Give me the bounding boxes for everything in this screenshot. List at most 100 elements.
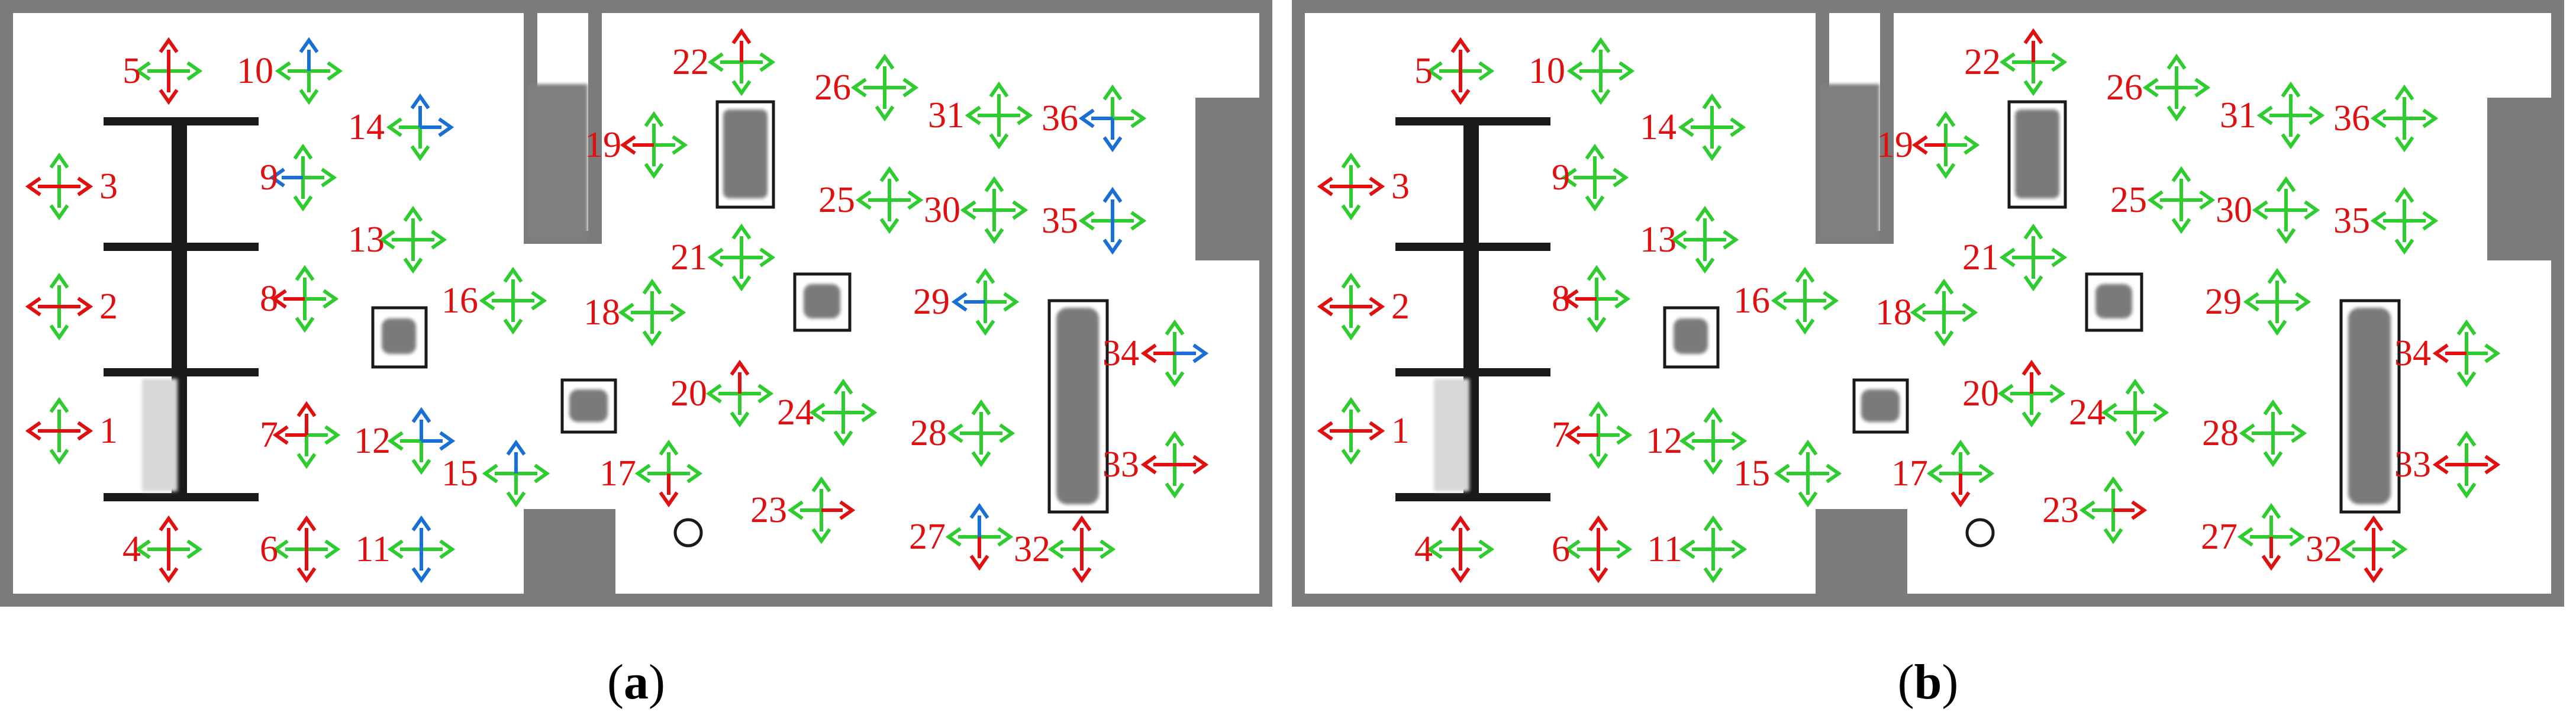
node-label: 4 — [122, 529, 141, 569]
arrow-down-icon — [296, 549, 317, 584]
four-way-arrow-icon — [1562, 265, 1631, 333]
arrow-down-icon — [410, 127, 430, 162]
node-23: 23 — [2042, 476, 2148, 545]
arrow-left-icon — [1999, 247, 2033, 268]
arrow-right-icon — [169, 539, 203, 559]
arrow-up-icon — [875, 53, 895, 88]
node-31: 31 — [2220, 81, 2325, 150]
arrow-up-icon — [1695, 205, 1715, 240]
arrow-right-icon — [1808, 463, 1842, 484]
arrow-down-icon — [731, 62, 752, 96]
node-22: 22 — [1964, 28, 2068, 96]
four-way-arrow-icon — [787, 476, 856, 545]
shelf-rack — [1395, 117, 1550, 501]
arrow-left-icon — [960, 200, 994, 220]
arrow-right-icon — [2404, 108, 2439, 128]
arrow-left-icon — [2079, 500, 2113, 520]
arrow-left-icon — [1771, 291, 1805, 311]
node-30: 30 — [924, 176, 1029, 244]
arrow-right-icon — [420, 117, 454, 137]
node-label: 20 — [670, 373, 707, 414]
arrow-up-icon — [1702, 93, 1722, 127]
arrow-down-icon — [2364, 549, 2384, 584]
four-way-arrow-icon — [2432, 319, 2501, 388]
node-label: 29 — [2205, 282, 2242, 322]
four-way-arrow-icon — [1317, 397, 1385, 465]
panel-a: 1234567891011121314151617181920212223242… — [0, 0, 1272, 710]
arrow-left-icon — [707, 52, 741, 72]
arrow-right-icon — [1961, 463, 1995, 484]
arrow-left-icon — [965, 105, 999, 125]
four-way-arrow-icon — [2237, 503, 2306, 571]
arrow-left-icon — [2432, 455, 2467, 475]
arrow-up-icon — [506, 439, 526, 474]
node-label: 36 — [1042, 98, 1078, 139]
arrow-down-icon — [2171, 200, 2191, 234]
four-way-arrow-icon — [1317, 272, 1385, 341]
four-way-arrow-icon — [809, 378, 878, 447]
node-label: 17 — [1891, 453, 1928, 494]
arrow-down-icon — [411, 549, 431, 584]
node-label: 2 — [1391, 286, 1410, 327]
arrow-up-icon — [2171, 166, 2191, 200]
node-3: 3 — [25, 152, 118, 221]
arrow-right-icon — [2277, 292, 2311, 312]
arrow-down-icon — [1703, 441, 1723, 475]
arrow-down-icon — [1950, 474, 1971, 508]
arrow-down-icon — [296, 435, 317, 469]
top-pillar — [1820, 84, 1879, 241]
four-way-arrow-icon — [479, 266, 547, 335]
node-label: 3 — [99, 166, 118, 207]
arrow-down-icon — [2166, 88, 2187, 122]
obstacle-fill — [1056, 308, 1099, 504]
four-way-arrow-icon — [269, 143, 337, 212]
arrow-down-icon — [2263, 433, 2283, 468]
node-label: 9 — [1552, 157, 1570, 198]
four-way-arrow-icon — [1926, 439, 1995, 508]
arrow-up-icon — [984, 176, 1004, 210]
node-label: 10 — [1529, 51, 1565, 91]
arrow-right-icon — [59, 297, 94, 317]
arrow-right-icon — [2135, 402, 2169, 423]
arrow-up-icon — [659, 439, 679, 474]
arrow-up-icon — [1936, 111, 1956, 145]
node-label: 34 — [1102, 333, 1139, 373]
arrow-left-icon — [1671, 230, 1705, 250]
four-way-arrow-icon — [1999, 28, 2068, 96]
arrow-up-icon — [2103, 476, 2123, 510]
arrow-up-icon — [299, 37, 319, 71]
node-1: 1 — [25, 397, 118, 465]
arrow-up-icon — [2394, 186, 2414, 221]
arrow-down-icon — [403, 240, 423, 274]
arrow-left-icon — [387, 431, 421, 451]
four-way-arrow-icon — [2339, 515, 2408, 584]
node-7: 7 — [260, 401, 341, 469]
arrow-left-icon — [1679, 431, 1713, 451]
arrow-down-icon — [2261, 537, 2281, 571]
arrow-down-icon — [2023, 257, 2043, 292]
four-way-arrow-icon — [1679, 407, 1748, 475]
arrow-right-icon — [1113, 108, 1147, 128]
node-28: 28 — [910, 399, 1015, 468]
arrow-up-icon — [1341, 152, 1361, 186]
node-33: 33 — [2394, 430, 2501, 499]
arrow-up-icon — [1587, 265, 1607, 299]
arrow-right-icon — [303, 168, 337, 188]
node-23: 23 — [750, 476, 856, 545]
obstacle-fill — [382, 318, 416, 354]
node-label: 17 — [599, 453, 636, 494]
arrow-down-icon — [1587, 299, 1607, 333]
four-way-arrow-icon — [387, 515, 456, 584]
arrow-left-icon — [1999, 52, 2033, 72]
obstacles — [371, 100, 1109, 547]
node-label: 16 — [441, 281, 478, 321]
node-8: 8 — [1552, 265, 1631, 333]
node-17: 17 — [599, 439, 703, 508]
four-way-arrow-icon — [1566, 37, 1635, 105]
node-24: 24 — [777, 378, 878, 447]
arrow-down-icon — [49, 186, 69, 221]
arrow-left-icon — [1566, 61, 1601, 81]
arrow-down-icon — [1341, 431, 1361, 465]
four-way-arrow-icon — [1426, 37, 1495, 105]
